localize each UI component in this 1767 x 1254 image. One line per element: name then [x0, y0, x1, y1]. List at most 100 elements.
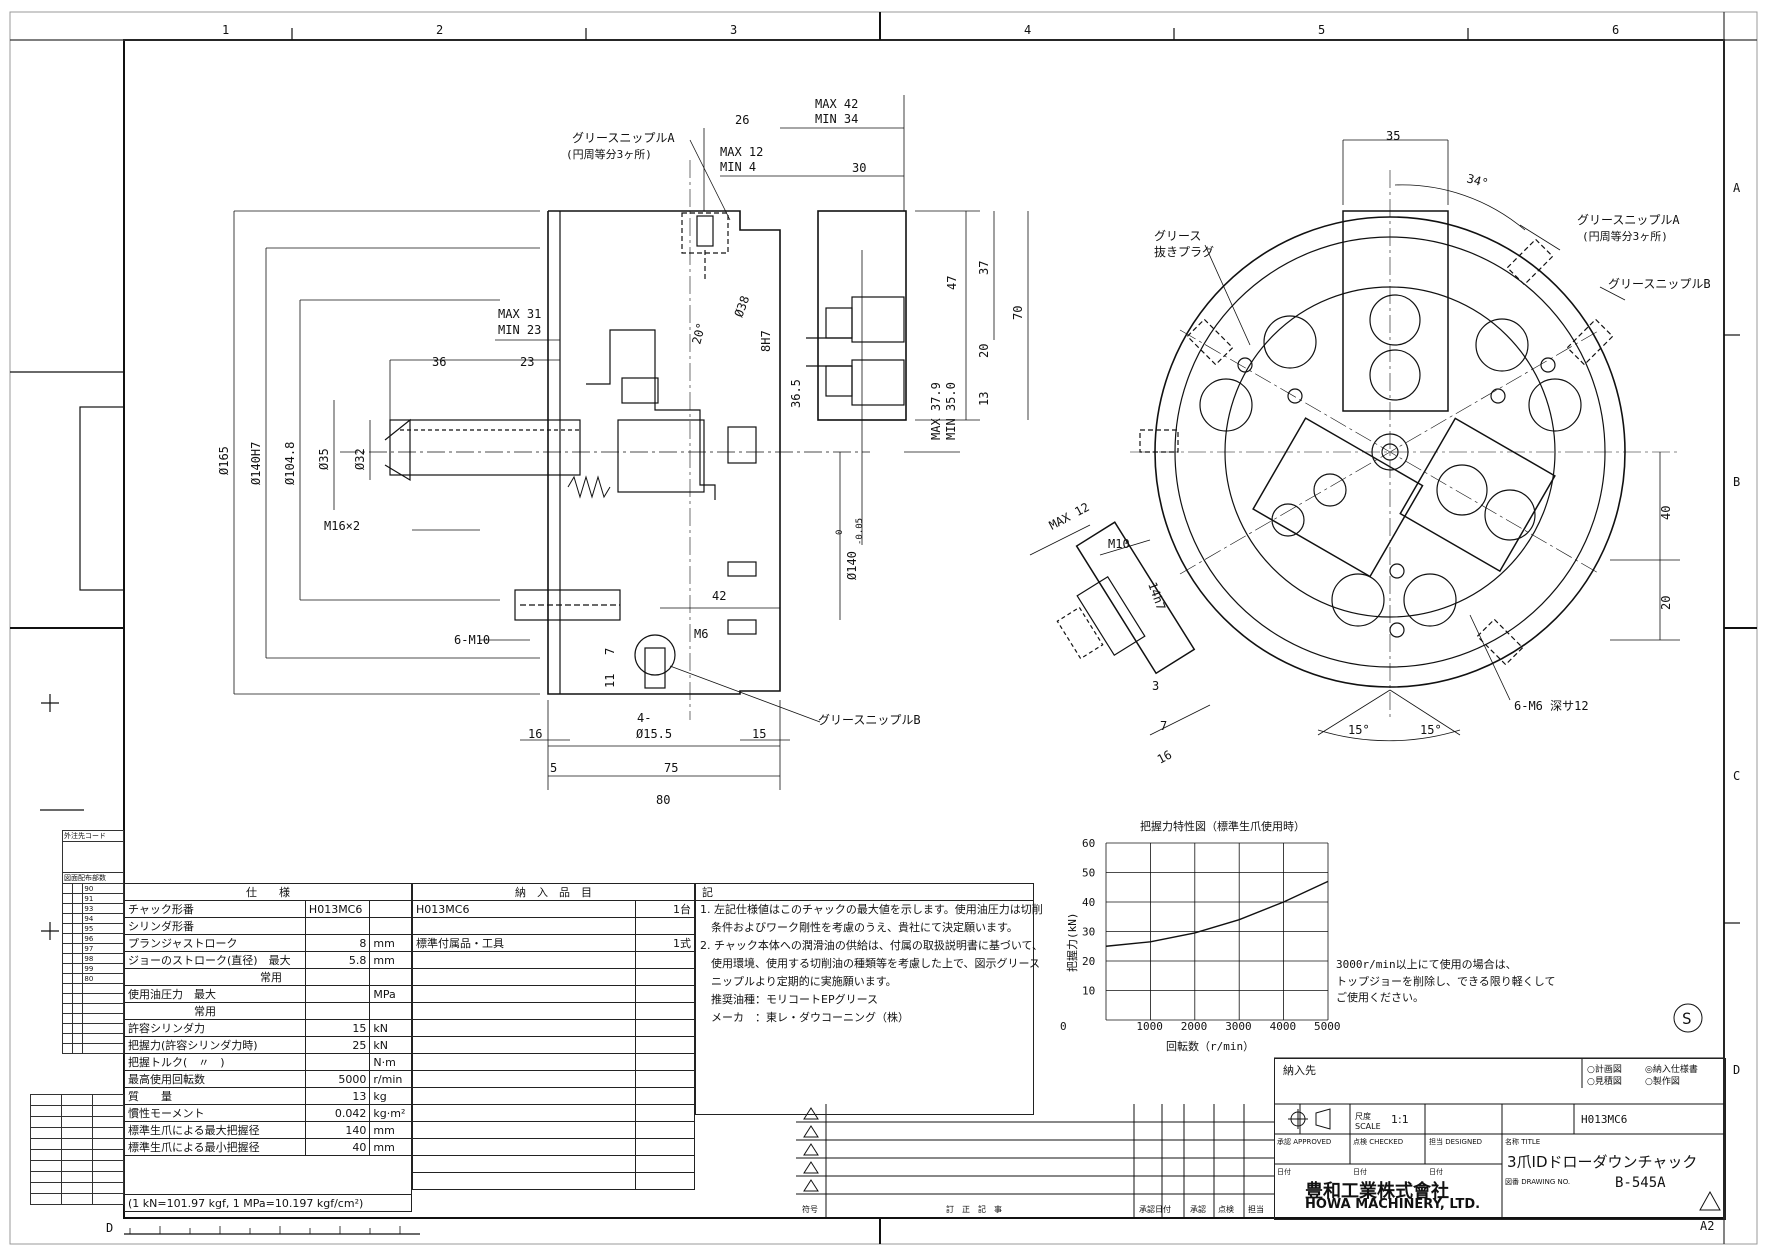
outside-code-label: 外注先コード — [62, 830, 124, 842]
front-grease-nipple-b: グリースニップルB — [1608, 277, 1711, 291]
grease-plug-label-2: 抜きプラグ — [1154, 245, 1214, 259]
chart-x-tick: 3000 — [1225, 1020, 1252, 1033]
spec-header: 仕 様 — [124, 883, 412, 901]
spec-row: 把握トルク( 〃 )N·m — [124, 1053, 412, 1071]
row-letter-d: D — [1733, 1063, 1740, 1077]
dist-number: 99 — [82, 963, 124, 974]
col-number-6: 6 — [1612, 23, 1619, 37]
option-plan: ○計画図 — [1587, 1065, 1622, 1075]
spec-label: 標準生爪による最大把握径 — [124, 1121, 306, 1139]
spec-label: 標準生爪による最小把握径 — [124, 1138, 306, 1156]
chart-annotation-1: 3000r/min以上にて使用の場合は、 — [1336, 957, 1517, 971]
chart-x-tick: 4000 — [1270, 1020, 1297, 1033]
dim-min4: MIN 4 — [720, 160, 756, 174]
spec-row: シリンダ形番 — [124, 917, 412, 935]
note-line: 2. チャック本体への潤滑油の供給は、付属の取扱説明書に基づいて、 — [700, 939, 1043, 952]
spec-value — [304, 917, 371, 935]
dim-phi15-5: Ø15.5 — [636, 727, 672, 741]
spec-unit: N·m — [369, 1053, 412, 1071]
checked-label: 点検 CHECKED — [1353, 1138, 1404, 1146]
spec-unit — [369, 968, 412, 986]
spec-unit: MPa — [369, 985, 412, 1003]
spec-value — [304, 1053, 371, 1071]
rev-check: 点検 — [1218, 1205, 1234, 1214]
dim-min34: MIN 34 — [815, 112, 858, 126]
dim-20: 20 — [977, 344, 991, 358]
spec-value: 13 — [304, 1087, 371, 1105]
row-letter-c: C — [1733, 769, 1740, 783]
dist-number: 97 — [82, 943, 124, 954]
distribution-table: 外注先コード 図面配布部数 90 91 93 94 95 96 97 98 99… — [61, 830, 124, 1054]
front-dim-35: 35 — [1386, 129, 1400, 143]
option-estimate: ○見積図 — [1587, 1077, 1622, 1087]
chart-x-tick: 2000 — [1181, 1020, 1208, 1033]
side-dimension-lines — [233, 95, 1029, 790]
jaw-dim-h14: 14h7 — [1145, 580, 1168, 612]
jaw-dim-7: 7 — [1160, 719, 1167, 733]
spec-unit: kg — [369, 1087, 412, 1105]
dim-8h7: 8H7 — [759, 330, 773, 352]
item-name: 標準付属品・工具 — [411, 934, 637, 952]
spec-value: 140 — [304, 1121, 371, 1139]
dim-min23: MIN 23 — [498, 323, 541, 337]
dim-37: 37 — [977, 261, 991, 275]
col-number-4: 4 — [1024, 23, 1031, 37]
model-number: H013MC6 — [1581, 1113, 1628, 1126]
front-dim-40: 40 — [1659, 506, 1673, 520]
approved-label: 承認 APPROVED — [1277, 1138, 1332, 1146]
col-number-1: 1 — [222, 23, 229, 37]
dist-number: 93 — [82, 903, 124, 914]
dim-11: 11 — [603, 674, 617, 688]
row-letter-a: A — [1733, 181, 1741, 195]
dim-phi140h7: Ø140H7 — [249, 442, 263, 485]
jaw-dim-3: 3 — [1152, 679, 1159, 693]
title-label: 名称 TITLE — [1505, 1138, 1541, 1146]
spec-value: 5000 — [304, 1070, 371, 1088]
spec-label: シリンダ形番 — [124, 917, 306, 935]
dist-number: 90 — [82, 883, 124, 894]
dim-min35-0: MIN 35.0 — [944, 382, 958, 440]
col-number-5: 5 — [1318, 23, 1325, 37]
spec-label: ジョーのストローク(直径) 最大 — [124, 951, 306, 969]
col-number-3: 3 — [730, 23, 737, 37]
designed-label: 担当 DESIGNED — [1429, 1138, 1483, 1146]
date-label-3: 日付 — [1429, 1168, 1443, 1176]
front-dim-15b: 15° — [1420, 723, 1442, 737]
items-header: 納 入 品 目 — [412, 883, 695, 901]
dim-phi38: Ø38 — [732, 294, 753, 319]
spec-row: 常用 — [124, 968, 412, 986]
chart-title: 把握力特性図（標準生爪使用時） — [1140, 819, 1305, 833]
spec-label: 許容シリンダ力 — [124, 1019, 306, 1037]
dim-15: 15 — [752, 727, 766, 741]
dim-26: 26 — [735, 113, 749, 127]
chart-y-tick: 10 — [1082, 985, 1095, 998]
bottom-left-letter: D — [106, 1221, 113, 1235]
distribution-label: 図面配布部数 — [62, 872, 124, 884]
chart-y-tick: 30 — [1082, 926, 1095, 939]
option-production: ○製作図 — [1645, 1077, 1680, 1087]
process-table — [30, 1094, 124, 1205]
dim-75: 75 — [664, 761, 678, 775]
dim-30: 30 — [852, 161, 866, 175]
dist-number: 91 — [82, 893, 124, 904]
dim-phi32: Ø32 — [353, 448, 367, 470]
scale-value: 1:1 — [1391, 1113, 1409, 1126]
spec-value: 15 — [304, 1019, 371, 1037]
spec-label: チャック形番 — [124, 900, 306, 918]
rev-content-label: 訂 正 記 事 — [946, 1205, 1002, 1214]
col-number-2: 2 — [436, 23, 443, 37]
dim-phi140: Ø140 — [845, 551, 859, 580]
chart-y-tick: 20 — [1082, 955, 1095, 968]
drawing-number-label: 図番 DRAWING NO. — [1505, 1178, 1571, 1186]
spec-value — [304, 968, 371, 986]
date-label-2: 日付 — [1353, 1168, 1367, 1176]
dim-5: 5 — [550, 761, 557, 775]
spec-label: 最高使用回転数 — [124, 1070, 306, 1088]
dim-four-holes: 4- — [637, 711, 651, 725]
chart-x-tick: 5000 — [1314, 1020, 1341, 1033]
